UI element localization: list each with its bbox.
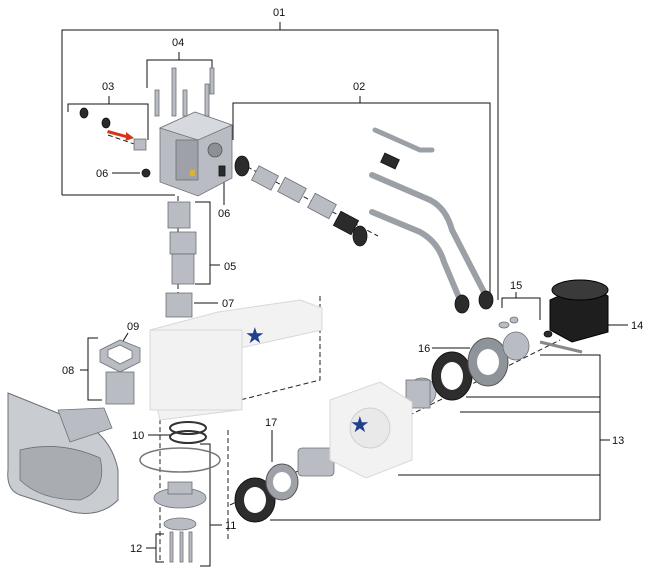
- callout-13: 13: [612, 435, 624, 447]
- callout-12: 12: [130, 543, 142, 555]
- clamp-parts: [99, 339, 141, 405]
- callout-02: 02: [353, 81, 365, 93]
- handle-rods: [369, 127, 494, 314]
- callout-05: 05: [224, 261, 236, 273]
- callout-03: 03: [102, 81, 114, 93]
- callout-07: 07: [222, 298, 234, 310]
- callout-17: 17: [265, 417, 277, 429]
- callout-labels: 01 02 03 04 05 06 06 07 08 09 10 11 12 1…: [62, 7, 643, 555]
- callout-10: 10: [132, 430, 144, 442]
- center-stack: [165, 201, 197, 318]
- valve-screws: [154, 67, 215, 117]
- callout-15: 15: [510, 280, 522, 292]
- ghost-flange: ★: [329, 381, 413, 479]
- lower-stack: [139, 421, 221, 563]
- leader-lines: [61, 22, 628, 567]
- callout-09: 09: [127, 321, 139, 333]
- callout-16: 16: [418, 343, 430, 355]
- star-icon: ★: [350, 413, 370, 438]
- callout-14: 14: [631, 320, 643, 332]
- callout-04: 04: [172, 37, 184, 49]
- callout-06-left: 06: [96, 168, 108, 180]
- star-icon: ★: [245, 324, 265, 349]
- hose-fittings: [234, 155, 368, 247]
- red-arrow-pin: [107, 130, 134, 141]
- guard-shield: [7, 392, 119, 514]
- valve-block: [158, 111, 234, 197]
- seal-rings: [234, 337, 509, 523]
- callout-11: 11: [225, 520, 236, 532]
- end-cap: [549, 279, 609, 343]
- adjuster-parts: [79, 107, 147, 151]
- callout-08: 08: [62, 365, 74, 377]
- ghost-housing: ★: [149, 299, 323, 421]
- brass-fitting: [190, 170, 195, 176]
- callout-06-right: 06: [218, 208, 230, 220]
- small-fittings: [498, 316, 583, 361]
- callout-01: 01: [273, 7, 285, 19]
- plug-parts: [141, 165, 226, 178]
